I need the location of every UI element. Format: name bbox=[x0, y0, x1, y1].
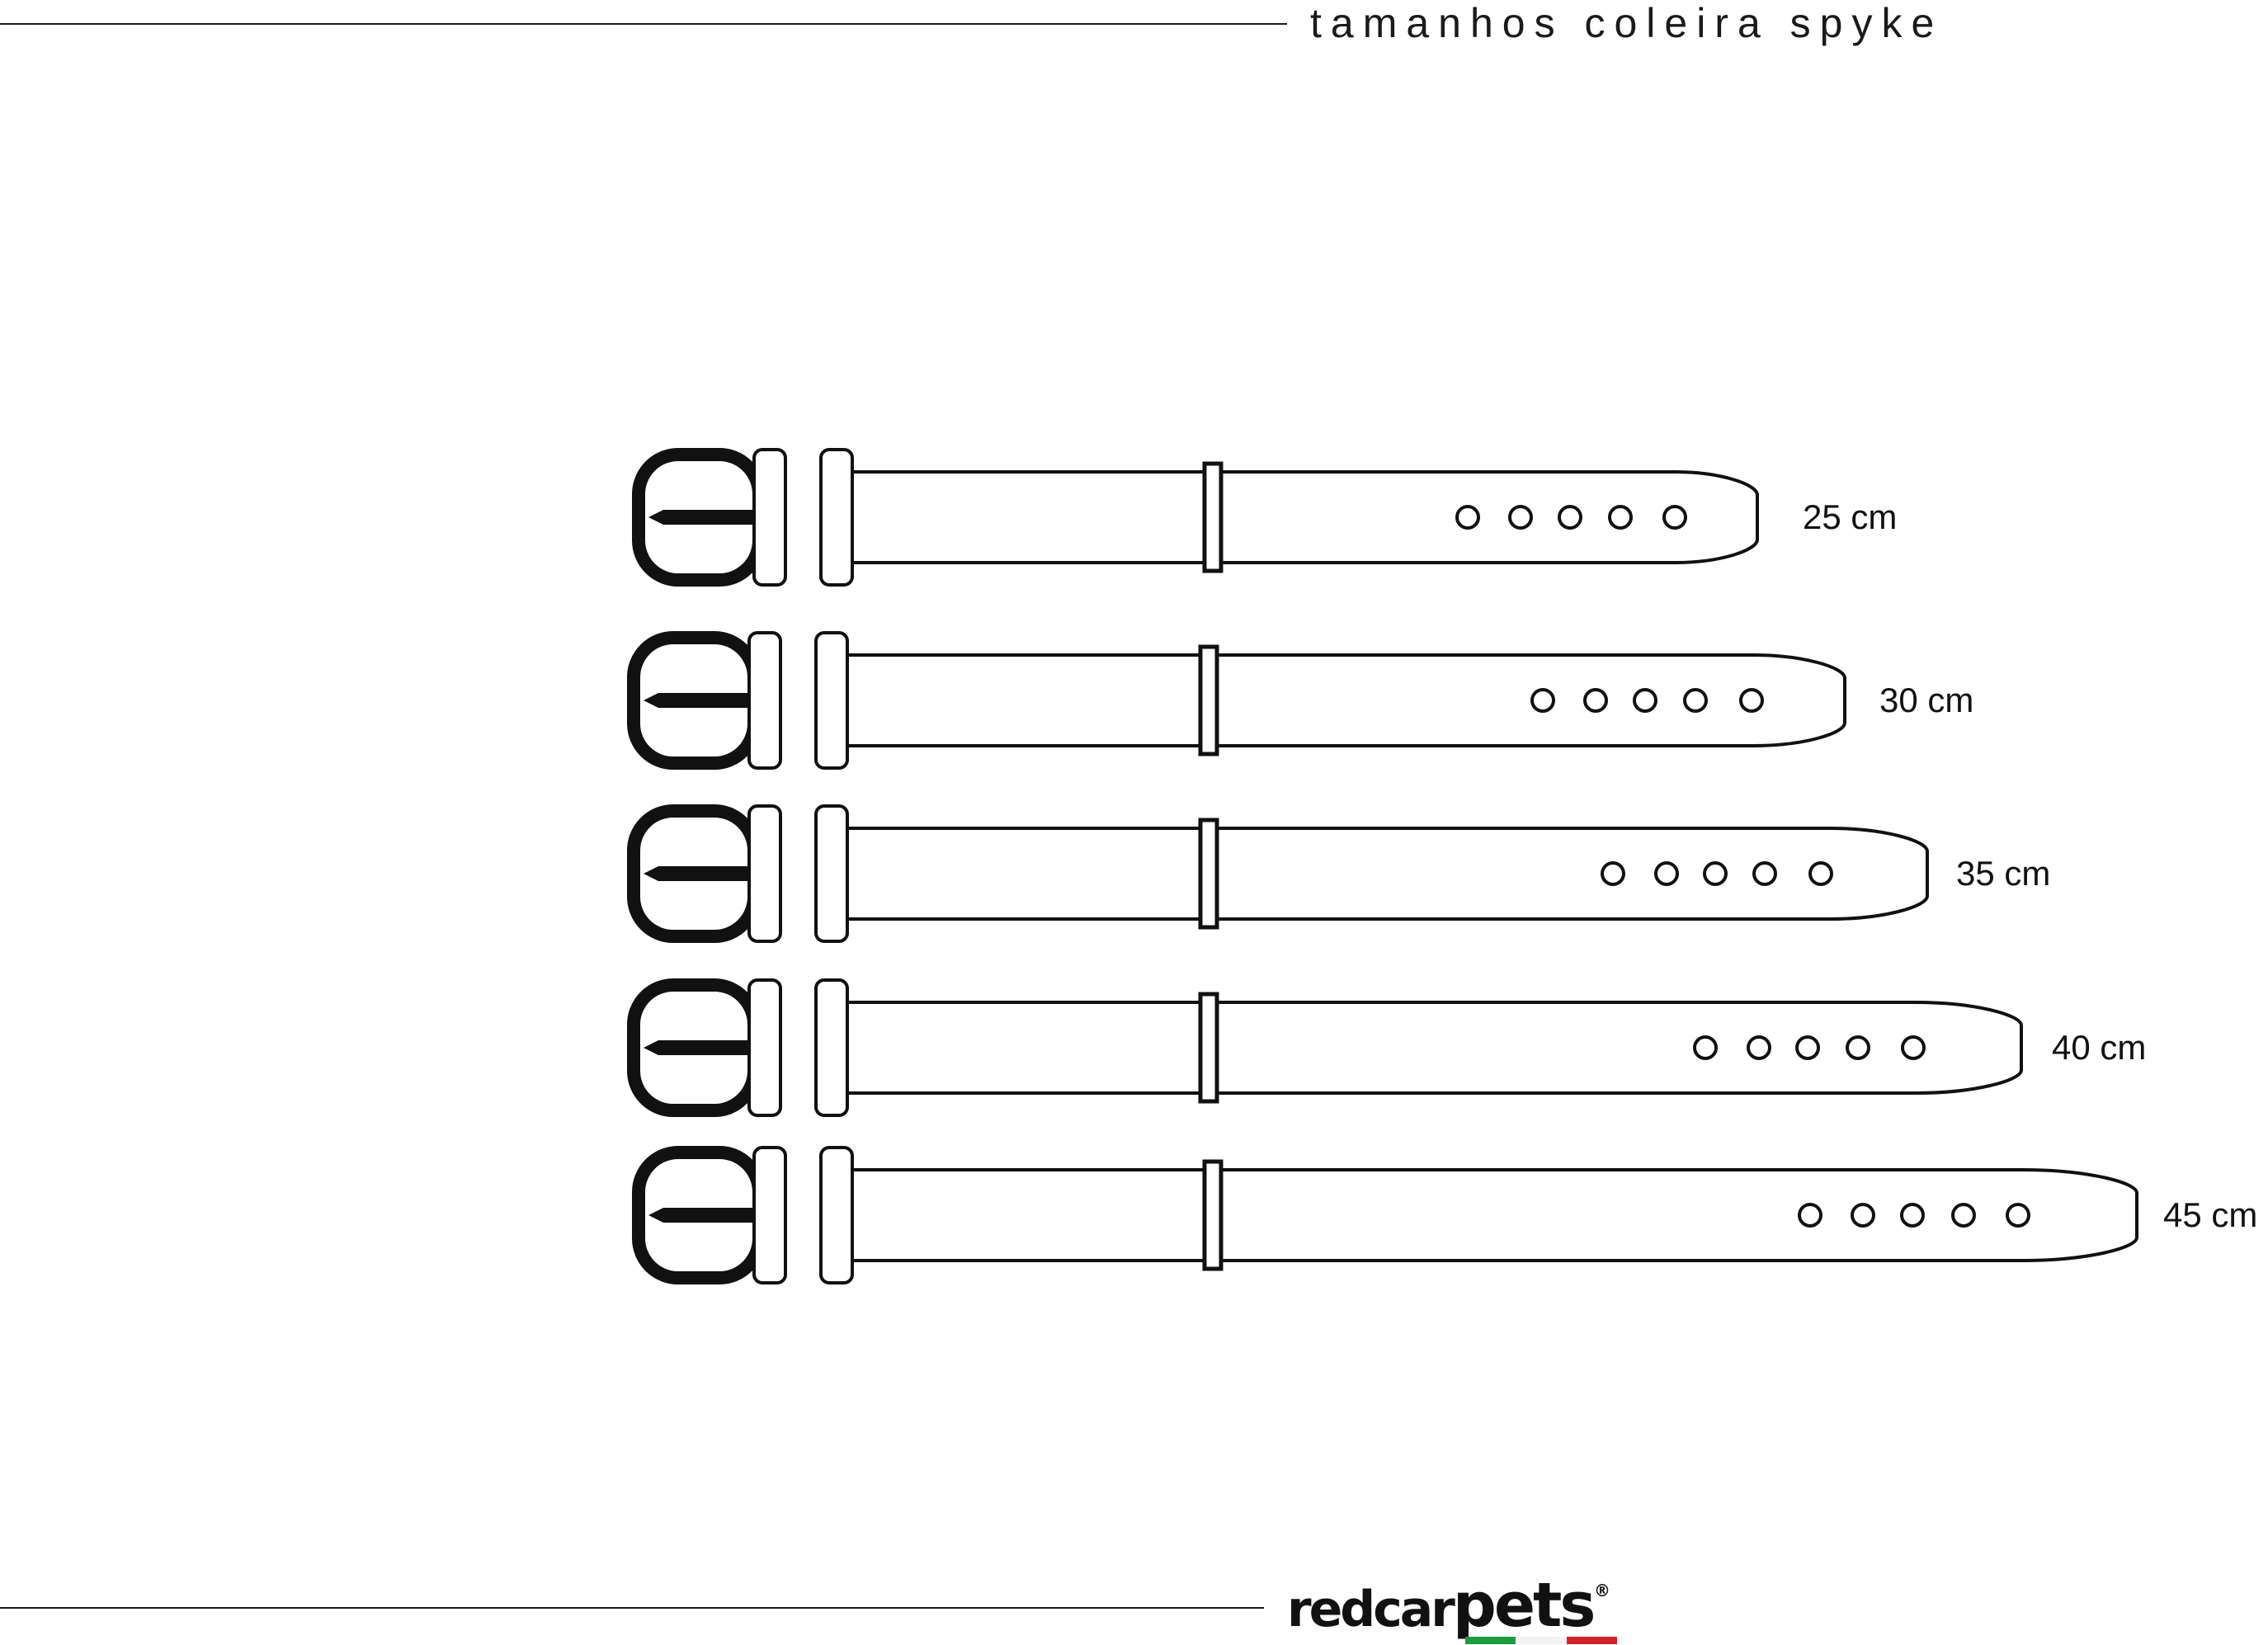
collar-hole bbox=[1662, 505, 1687, 530]
collar-strap bbox=[832, 1001, 2023, 1095]
collar-hole bbox=[1508, 505, 1533, 530]
collar-hole bbox=[1530, 688, 1555, 713]
collar-hole bbox=[1601, 861, 1625, 886]
size-label: 25 cm bbox=[1803, 497, 1897, 536]
strap-keeper bbox=[814, 978, 849, 1117]
collar-hole bbox=[1851, 1203, 1875, 1228]
strap-keeper bbox=[814, 804, 849, 943]
size-label: 45 cm bbox=[2163, 1195, 2257, 1234]
flag-stripe-white bbox=[1516, 1637, 1567, 1644]
brand-prefix: redcar bbox=[1287, 1581, 1455, 1638]
registered-mark: ® bbox=[1594, 1581, 1610, 1600]
strap-loop bbox=[1202, 461, 1224, 573]
strap-keeper bbox=[814, 631, 849, 770]
collar-hole bbox=[1900, 1203, 1925, 1228]
collar-hole bbox=[1901, 1035, 1926, 1060]
brand-logo: redcarpets ® bbox=[1287, 1575, 1617, 1645]
buckle-prong bbox=[644, 693, 759, 708]
collar-hole bbox=[1583, 688, 1608, 713]
collar-strap bbox=[832, 827, 1929, 921]
collar-hole bbox=[1798, 1203, 1822, 1228]
buckle-prong bbox=[648, 510, 764, 525]
page-title: tamanhos coleira spyke bbox=[1310, 0, 1944, 46]
buckle-keeper bbox=[752, 448, 787, 587]
buckle-prong bbox=[648, 1208, 764, 1223]
collar-hole bbox=[2006, 1203, 2030, 1228]
size-label: 40 cm bbox=[2052, 1028, 2146, 1067]
collar-hole bbox=[1608, 505, 1633, 530]
collar-hole bbox=[1747, 1035, 1771, 1060]
collar-hole bbox=[1808, 861, 1833, 886]
strap-loop bbox=[1202, 1159, 1224, 1271]
collar-strap bbox=[837, 470, 1759, 564]
buckle-prong bbox=[644, 1040, 759, 1055]
flag-stripe-red bbox=[1566, 1637, 1617, 1644]
collar-hole bbox=[1739, 688, 1764, 713]
strap-keeper bbox=[819, 448, 854, 587]
collar-hole bbox=[1455, 505, 1480, 530]
brand-wordmark: redcarpets bbox=[1287, 1575, 1596, 1638]
header-divider bbox=[0, 23, 1287, 25]
collar-strap bbox=[837, 1168, 2138, 1262]
strap-loop bbox=[1198, 818, 1219, 930]
collar-hole bbox=[1703, 861, 1728, 886]
collar-hole bbox=[1951, 1203, 1976, 1228]
strap-loop bbox=[1198, 992, 1219, 1104]
collar-hole bbox=[1654, 861, 1679, 886]
footer-divider bbox=[0, 1607, 1264, 1609]
collar-3: 35 cm bbox=[627, 804, 2050, 943]
strap-loop bbox=[1198, 644, 1219, 757]
buckle-keeper bbox=[747, 804, 782, 943]
collar-hole bbox=[1752, 861, 1777, 886]
buckle-prong bbox=[644, 866, 759, 881]
strap-keeper bbox=[819, 1146, 854, 1284]
brand-suffix: pets bbox=[1452, 1570, 1596, 1641]
collar-2: 30 cm bbox=[627, 631, 1973, 770]
buckle-keeper bbox=[747, 978, 782, 1117]
collar-hole bbox=[1558, 505, 1582, 530]
size-label: 35 cm bbox=[1956, 854, 2050, 893]
collar-hole bbox=[1846, 1035, 1870, 1060]
collar-hole bbox=[1693, 1035, 1718, 1060]
collar-4: 40 cm bbox=[627, 978, 2146, 1117]
collar-hole bbox=[1633, 688, 1657, 713]
collar-hole bbox=[1795, 1035, 1820, 1060]
italian-flag-stripe bbox=[1465, 1637, 1617, 1644]
flag-stripe-green bbox=[1465, 1637, 1516, 1644]
collar-hole bbox=[1683, 688, 1708, 713]
collar-strap bbox=[832, 653, 1846, 747]
buckle-keeper bbox=[747, 631, 782, 770]
buckle-keeper bbox=[752, 1146, 787, 1284]
size-label: 30 cm bbox=[1879, 681, 1973, 719]
collar-5: 45 cm bbox=[632, 1146, 2257, 1284]
collar-1: 25 cm bbox=[632, 448, 1897, 587]
